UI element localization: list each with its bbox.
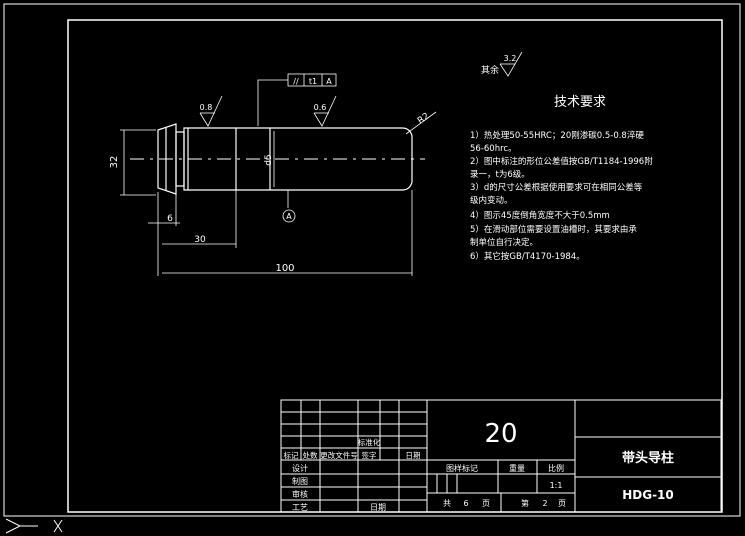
roughness-general-symbol	[499, 51, 523, 77]
rev-header: 处数	[303, 450, 318, 460]
draw-label: 制图	[292, 476, 308, 486]
tol-datum: A	[326, 77, 332, 86]
roughness-right-value: 0.6	[314, 103, 327, 112]
std-label: 标准化	[358, 437, 381, 447]
note-line: 录一，t为6级。	[470, 169, 530, 180]
title-block	[280, 399, 722, 513]
drawing-number: HDG-10	[622, 488, 674, 502]
dim-d-label: d5	[264, 154, 274, 165]
outer-border	[3, 3, 741, 517]
part-view	[157, 123, 413, 195]
notes-list: 1）热处理50-55HRC；20刚渗碳0.5-0.8淬硬 56-60hrc。 2…	[470, 130, 653, 262]
note-line: 5）在滑动部位需要设置油槽时，其要求由承	[470, 224, 637, 235]
dim-32-label: 32	[109, 156, 120, 169]
rev-header-row: 标记 处数 更改文件号 签字 日期	[284, 450, 421, 460]
design-label: 设计	[292, 463, 308, 473]
roughness-left-value: 0.8	[200, 103, 213, 112]
total-prefix: 共	[443, 499, 451, 508]
dim-6-label: 6	[167, 214, 173, 224]
rev-header: 标记	[284, 450, 299, 460]
dimension-32	[120, 129, 156, 196]
roughness-general-label: 其余	[481, 64, 499, 76]
note-line: 3）d的尺寸公差根据使用要求可在相同公差等	[470, 182, 643, 193]
note-line: 6）其它按GB/T4170-1984。	[470, 251, 585, 262]
material-label: 20	[484, 419, 517, 449]
dimension-lines	[148, 190, 413, 276]
r2-label: R2	[416, 111, 432, 126]
dim-100-label: 100	[275, 263, 294, 274]
scale-label: 比例	[548, 463, 564, 473]
roughness-general-value: 3.2	[504, 54, 517, 63]
note-line: 级内变动。	[470, 195, 513, 206]
roughness-left-symbol	[199, 95, 223, 127]
sheet-value: 2	[542, 499, 547, 508]
note-line: 2）图中标注的形位公差值按GB/T1184-1996附	[470, 156, 653, 167]
rev-header: 签字	[362, 450, 377, 460]
note-line: 制单位自行决定。	[470, 237, 538, 248]
tolerance-frame	[257, 73, 337, 126]
sheet-suffix: 页	[558, 499, 566, 508]
dim-30-label: 30	[194, 235, 206, 245]
note-line: 1）热处理50-55HRC；20刚渗碳0.5-0.8淬硬	[470, 130, 644, 141]
datum-a-symbol	[280, 189, 296, 223]
check-label: 审核	[292, 489, 308, 499]
sheet-mark-label: 图样标记	[446, 463, 478, 473]
weight-label: 重量	[509, 463, 525, 473]
inner-border	[67, 19, 723, 513]
note-line: 56-60hrc。	[470, 144, 517, 154]
roughness-right-symbol	[313, 95, 337, 127]
rev-header: 日期	[406, 451, 421, 460]
process-label: 工艺	[292, 503, 308, 512]
scale-value: 1:1	[550, 481, 563, 490]
part-name: 带头导柱	[622, 450, 674, 466]
date-label: 日期	[370, 503, 386, 512]
sheet-prefix: 第	[521, 498, 529, 508]
note-line: 4）图示45度倒角宽度不大于0.5mm	[470, 210, 610, 221]
rev-header: 更改文件号	[320, 450, 358, 460]
total-value: 6	[463, 499, 468, 508]
total-suffix: 页	[482, 499, 490, 508]
datum-a-label: A	[286, 212, 292, 221]
tol-value: t1	[309, 77, 317, 86]
ucs-icon	[5, 518, 63, 534]
r2-leader	[405, 111, 437, 135]
tol-symbol: //	[293, 77, 299, 86]
notes-title: 技术要求	[554, 95, 606, 110]
